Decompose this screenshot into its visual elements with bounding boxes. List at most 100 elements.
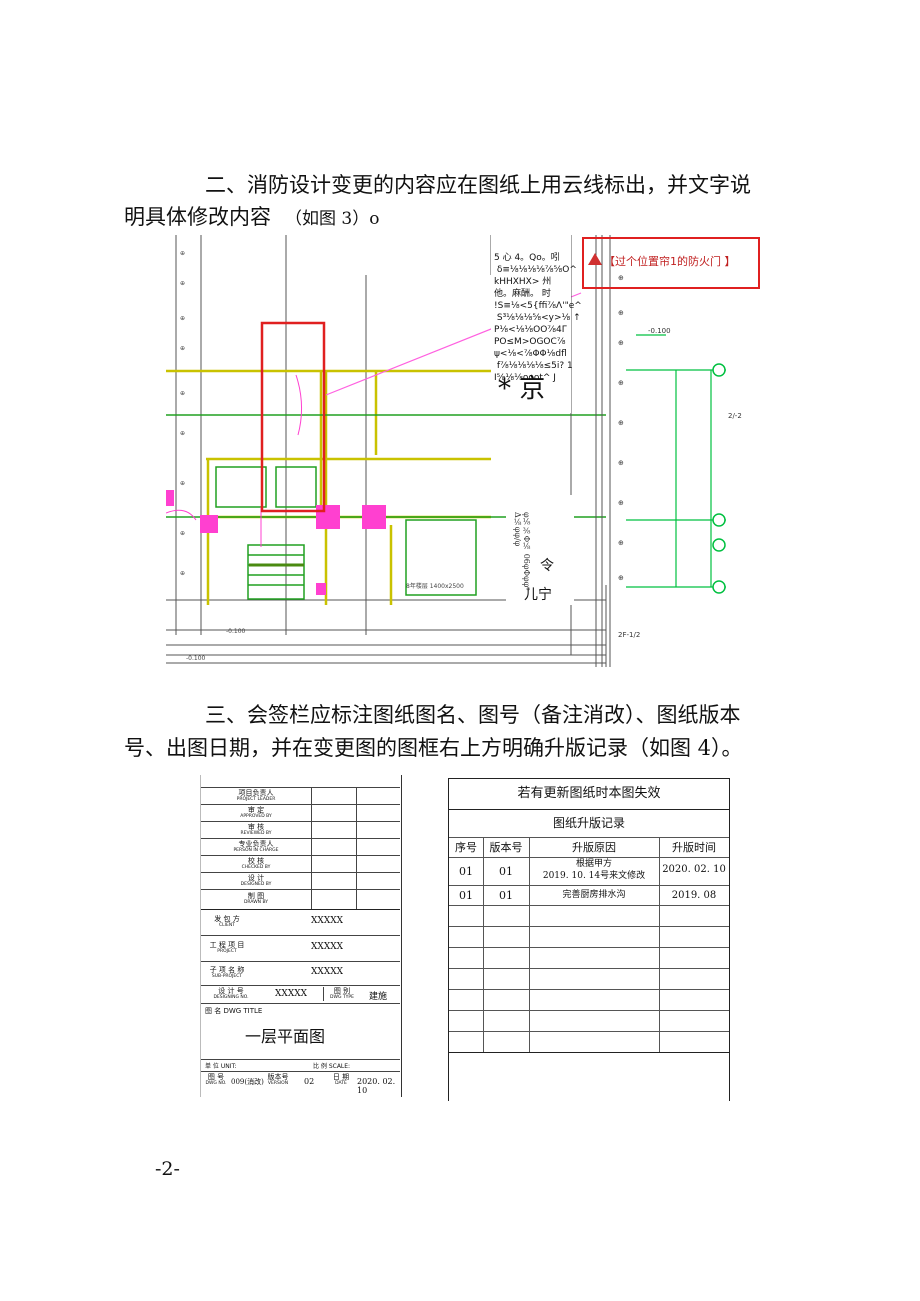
svg-text:⊕: ⊕ [618,459,624,467]
svg-text:⊕: ⊕ [618,379,624,387]
figure3-garbled-chars: 儿宁 [524,587,552,603]
paragraph-two-line2-text: 明具体修改内容 [124,205,271,229]
project-value: XXXXX [311,942,344,952]
revision-empty-row [449,1010,729,1032]
svg-text:⊕: ⊕ [618,339,624,347]
revision-header-row: 序号 版本号 升版原因 升版时间 [449,837,729,858]
signoff-row-en: DRAWN BY [243,900,269,905]
svg-text:⊕: ⊕ [618,274,624,282]
revision-title-row: 图纸升版记录 [449,809,729,838]
svg-text:⊕: ⊕ [618,574,624,582]
svg-text:2F-1/2: 2F-1/2 [618,631,640,639]
dwgno-label: 图 号 [207,1073,225,1081]
figure4-revision-record: 若有更新图纸时本图失效 图纸升版记录 序号 版本号 升版原因 升版时间 01 0… [448,778,730,1101]
svg-text:⊕: ⊕ [618,499,624,507]
revision-col-divider [483,837,484,1052]
revision-row: 01 01 根据甲方 2019. 10. 14号来文修改 2020. 02. 1… [449,857,729,886]
signoff-title-divider [201,1059,400,1060]
signoff-row-en: CHECKED BY [241,865,271,870]
revision-ver: 01 [499,865,513,878]
svg-text:⊕: ⊕ [180,315,185,322]
revision-time: 2019. 08 [671,890,717,901]
signoff-row-en: PERSON IN CHARGE [233,848,279,853]
signoff-divider [356,787,357,909]
svg-text:⊕: ⊕ [180,250,185,257]
revision-empty-row [449,947,729,969]
svg-text:⊕: ⊕ [180,430,185,437]
revision-col-divider [529,837,530,1052]
revision-title: 图纸升版记录 [552,816,625,830]
revision-ver: 01 [499,889,513,902]
revision-notice: 若有更新图纸时本图失效 [517,786,661,801]
svg-text:⊕: ⊕ [180,390,185,397]
date-value: 2020. 02. 10 [357,1077,396,1095]
version-label: 版本号 [267,1073,289,1081]
revision-notice-row: 若有更新图纸时本图失效 [449,779,729,810]
signoff-row-en: PROJECT LEADER [236,797,276,802]
figure3-garbled-char: 令 [540,558,554,574]
svg-text:-0.100: -0.100 [226,628,246,635]
figure3-annotation-flag: 【过个位置帘1的防火门 】 [582,237,760,289]
revision-empty-row [449,905,729,927]
svg-text:⊕: ⊕ [618,309,624,317]
figure3-garbled-star-text: * 京 [498,374,546,404]
warning-triangle-icon [588,253,602,265]
scale-label: 比 例 SCALE: [313,1063,351,1070]
designno-value: XXXXX [275,989,308,999]
signoff-row-cn: 制 图 [247,892,265,900]
paragraph-three-line1: 三、会签栏应标注图纸图名、图号（备注消改）、图纸版本 [205,703,741,727]
signoff-divider [311,787,312,909]
revision-no: 01 [459,865,473,878]
revision-empty-row [449,989,729,1011]
signoff-top-row [201,775,400,788]
figure3-garbled-text-block: 5 心 4。Qo。吲 δ≡⅛⅛⅛⅛⅞⅝O^ kHHXHX> 州 他。麻酬。 时 … [494,253,582,383]
revision-reason: 根据甲方 [575,859,612,869]
cad-floorplan-graphic: ⊕ ⊕ ⊕ ⊕ ⊕ ⊕ ⊕ ⊕ ⊕ -0.100 8年楼层 1400x2500 -0.100 [166,235,766,667]
signoff-row-cn: 审 核 [247,823,265,831]
paragraph-three-line2: 号、出图日期，并在变更图的图框右上方明确升版记录（如图 4）。 [124,736,743,760]
svg-text:-0.100: -0.100 [648,327,671,335]
figure3-cad-drawing: ⊕ ⊕ ⊕ ⊕ ⊕ ⊕ ⊕ ⊕ ⊕ -0.100 8年楼层 1400x2500 -0.100 [166,235,766,667]
svg-text:8年楼层 1400x2500: 8年楼层 1400x2500 [406,582,464,590]
dwgno-label-en: DWG NO. [205,1081,227,1086]
revision-reason: 完善厨房排水沟 [562,890,626,900]
svg-text:⊕: ⊕ [180,480,185,487]
svg-text:⊕: ⊕ [180,345,185,352]
dwgno-value: 009(消改) [231,1078,264,1086]
dwg-title-value: 一层平面图 [245,1027,326,1046]
signoff-row-cn: 设 计 [247,874,265,882]
figure3-garbled-vertical-text: φ⅛⅜Φ⅛ 06φΦφφ⁰ Δ⅛φφ/φ [513,512,531,591]
header-no: 序号 [455,841,477,854]
version-value: 02 [304,1077,315,1086]
dwg-title-label: 图 名 DWG TITLE [205,1007,263,1015]
client-value: XXXXX [311,916,344,926]
page-number: -2- [155,1158,180,1180]
project-label-en: PROJECT [217,949,237,954]
dwgtype-label-en: DWG TYPE [330,995,354,1000]
header-version: 版本号 [489,841,523,854]
svg-text:2/-2: 2/-2 [728,412,742,420]
designno-label: 设 计 号 [218,987,244,995]
signoff-row-en: DESIGNED BY [240,882,272,887]
signoff-bottom-divider [201,1071,400,1072]
figure3-reference: （如图 3）o [285,209,380,229]
svg-text:⊕: ⊕ [180,530,185,537]
revision-empty-row [449,926,729,948]
svg-text:⊕: ⊕ [180,570,185,577]
subproject-label-en: SUB-PROJECT [211,974,243,979]
revision-no: 01 [459,889,473,902]
signoff-row-en: REVIEWED BY [240,831,272,836]
revision-empty-row [449,968,729,990]
header-time: 升版时间 [672,841,716,854]
designno-label-en: DESIGNING NO. [213,995,249,1000]
paragraph-two-line1: 二、消防设计变更的内容应在图纸上用云线标出，并文字说 [205,173,751,197]
signoff-row-en: APPROVED BY [240,814,272,819]
